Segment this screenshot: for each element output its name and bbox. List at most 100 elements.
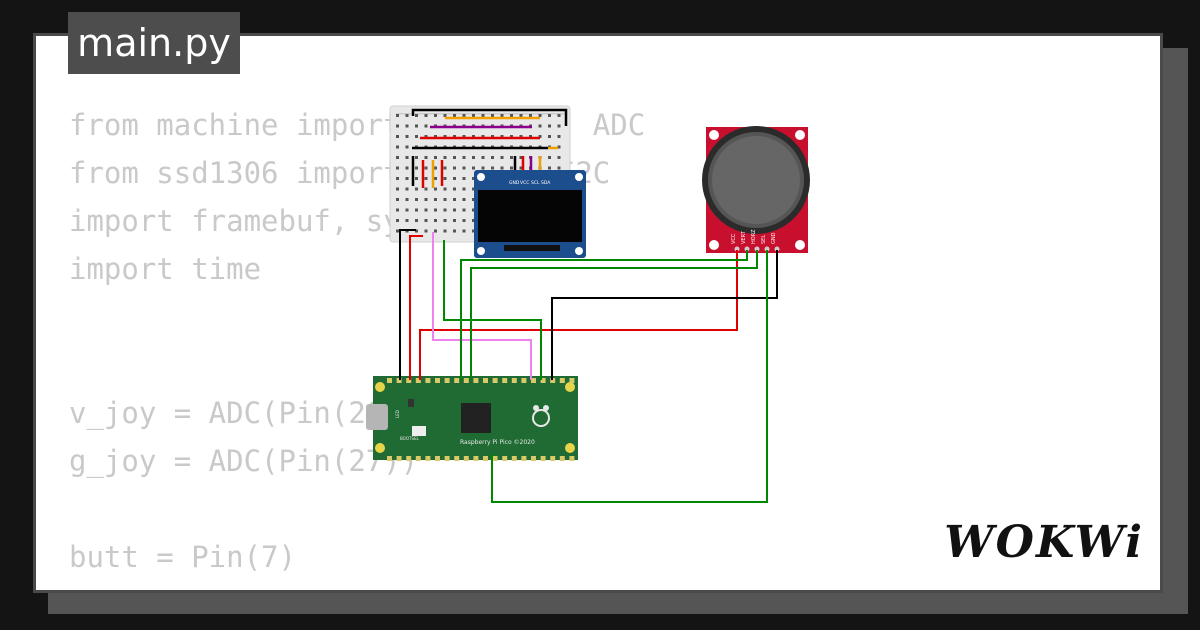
pico-pin (540, 456, 546, 461)
pico-pin (483, 378, 488, 383)
pico-pin (415, 456, 421, 461)
breadboard-hole (434, 219, 437, 222)
pico-pin (435, 456, 440, 461)
breadboard-hole (462, 135, 466, 138)
breadboard-hole (415, 219, 418, 222)
breadboard-hole (443, 229, 447, 233)
pico-led-label: LED (395, 410, 400, 418)
pico-pin (531, 456, 536, 461)
breadboard-hole (405, 124, 409, 128)
pico-pin (425, 378, 431, 383)
pico-pin (521, 378, 527, 383)
breadboard-hole (443, 198, 447, 201)
breadboard-hole (462, 219, 466, 222)
oled-display[interactable]: GND VCC SCL SDA (474, 170, 586, 258)
breadboard-hole (453, 229, 456, 233)
breadboard-hole (472, 166, 475, 170)
breadboard-hole (453, 219, 456, 222)
svg-text:VCC: VCC (520, 180, 529, 186)
breadboard-hole (491, 114, 494, 117)
pico-pin (521, 456, 527, 461)
pico-pin (473, 456, 479, 461)
breadboard-hole (396, 177, 399, 180)
pico-bootsel-label: BOOTSEL (400, 436, 419, 441)
pico-pin (502, 378, 508, 383)
breadboard-hole (500, 166, 504, 170)
breadboard-hole (405, 198, 409, 201)
pico-pin (463, 456, 469, 461)
wire-gnd-pico (399, 229, 416, 380)
pico-pin (483, 456, 488, 461)
svg-text:VCC: VCC (731, 233, 737, 244)
breadboard-hole (453, 187, 456, 191)
breadboard-hole (481, 156, 485, 159)
breadboard-hole (424, 166, 428, 170)
oled-pin-labels: GND VCC SCL SDA (509, 180, 551, 186)
breadboard-hole (491, 156, 494, 159)
breadboard-hole (434, 177, 437, 180)
breadboard-hole (443, 135, 447, 138)
svg-text:GND: GND (509, 180, 520, 186)
breadboard-jumpers (411, 108, 568, 188)
breadboard-hole (396, 219, 399, 222)
breadboard-hole (462, 187, 466, 191)
breadboard-hole (424, 114, 428, 117)
breadboard-hole (405, 187, 409, 191)
breadboard-hole (557, 124, 561, 128)
breadboard-hole (472, 219, 475, 222)
breadboard-hole (415, 229, 418, 233)
breadboard-hole (396, 208, 399, 212)
breadboard-hole (405, 135, 409, 138)
breadboard-hole (472, 208, 475, 212)
breadboard-hole (462, 166, 466, 170)
raspberry-pi-pico[interactable]: Raspberry Pi Pico ©2020 BOOTSEL LED (366, 376, 578, 461)
breadboard-hole (472, 114, 475, 117)
breadboard-hole (519, 135, 523, 138)
breadboard-hole (519, 114, 523, 117)
breadboard-hole (453, 135, 456, 138)
joystick-module[interactable]: VCC VERT HORZ SEL GND (702, 126, 810, 253)
breadboard-hole (415, 208, 418, 212)
breadboard-hole (396, 124, 399, 128)
svg-text:GND: GND (771, 232, 777, 244)
pico-pin (415, 378, 421, 383)
file-tab[interactable]: main.py (68, 12, 240, 74)
breadboard-hole (434, 156, 437, 159)
breadboard-hole (548, 114, 551, 117)
breadboard-hole (548, 124, 551, 128)
breadboard-hole (434, 166, 437, 170)
breadboard-hole (443, 219, 447, 222)
breadboard-hole (557, 114, 561, 117)
breadboard-hole (405, 166, 409, 170)
breadboard-hole (443, 166, 447, 170)
pico-pin (550, 378, 556, 383)
breadboard-holes (396, 113, 564, 115)
breadboard-hole (472, 187, 475, 191)
wire-joy-horz (470, 250, 758, 380)
pico-pin (492, 378, 498, 383)
breadboard-hole (500, 135, 504, 138)
breadboard-hole (519, 166, 523, 170)
code-line-4: import time (69, 252, 262, 286)
wire-sda (432, 232, 532, 380)
wire-scl (443, 240, 542, 380)
pico-pin (502, 456, 508, 461)
breadboard-hole (472, 156, 475, 159)
breadboard-hole (443, 208, 447, 212)
breadboard-hole (491, 166, 494, 170)
breadboard-hole (500, 114, 504, 117)
breadboard-hole (557, 145, 561, 149)
breadboard-hole (481, 166, 485, 170)
pico-board-text: Raspberry Pi Pico ©2020 (460, 439, 535, 446)
breadboard-hole (557, 135, 561, 138)
raspberry-logo-icon (532, 405, 550, 427)
wire-joy-gnd (551, 250, 778, 380)
pico-pin (444, 378, 450, 383)
breadboard-hole (443, 177, 447, 180)
breadboard-hole (396, 156, 399, 159)
breadboard-hole (424, 177, 428, 180)
pico-pin (511, 378, 517, 383)
breadboard-hole (424, 208, 428, 212)
pico-pin (569, 456, 575, 461)
breadboard-hole (453, 208, 456, 212)
